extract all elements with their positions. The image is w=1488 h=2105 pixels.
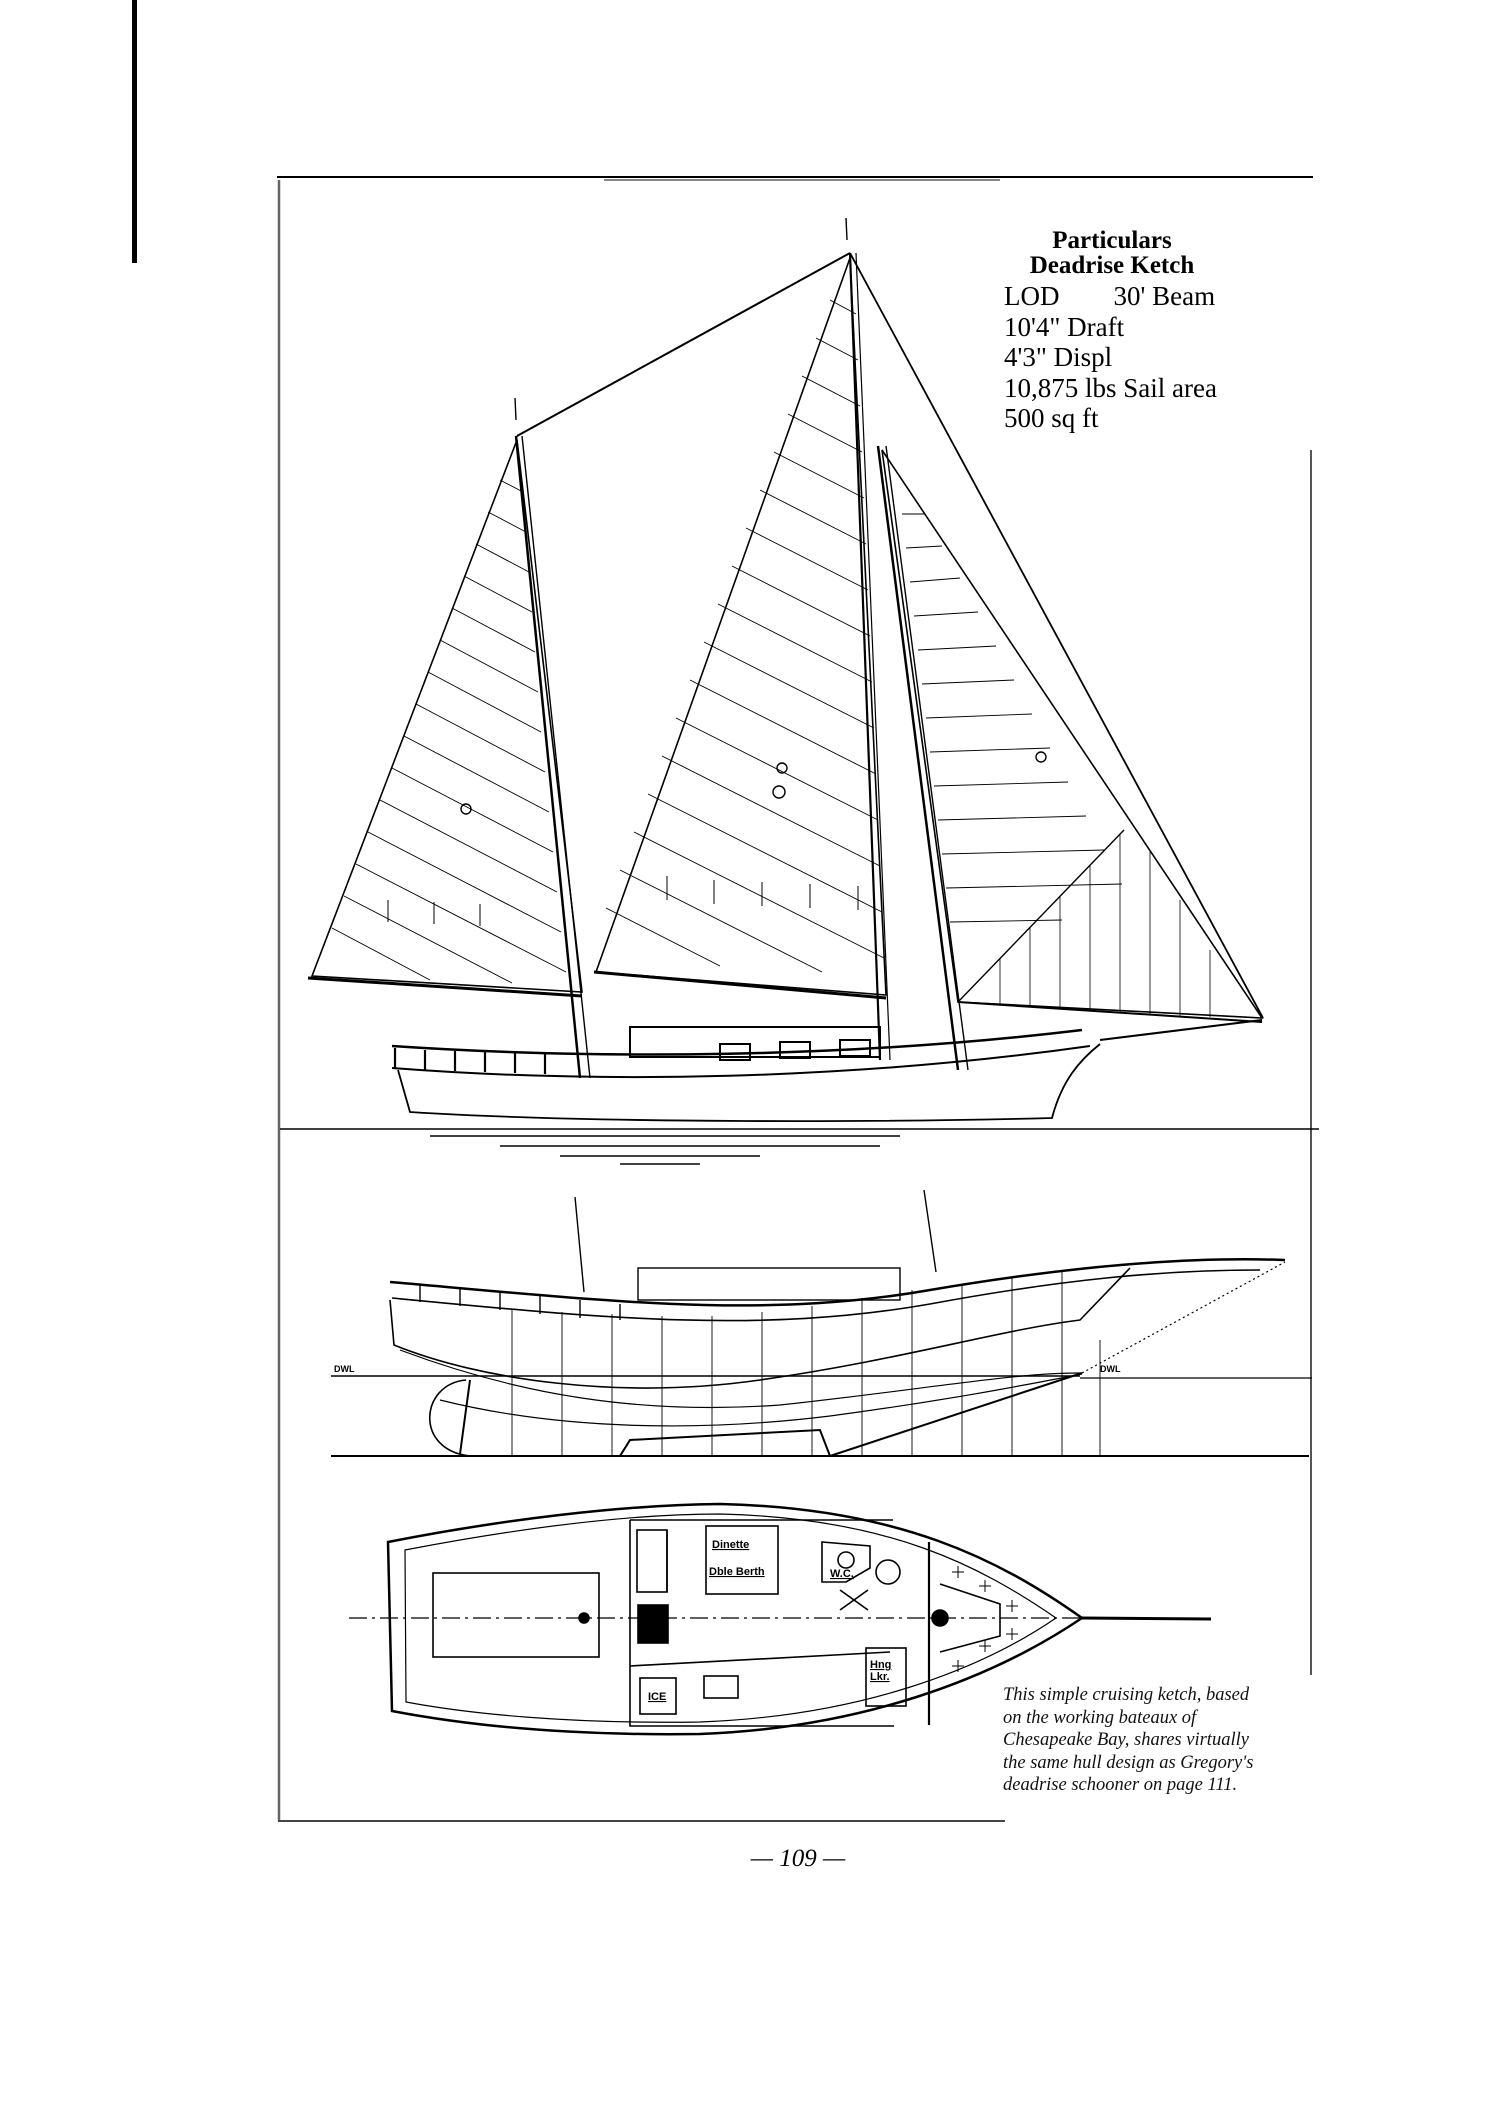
label-ice: ICE	[648, 1691, 666, 1703]
particulars-line: 4'3" Displ	[1004, 342, 1113, 372]
caption-line: deadrise schooner on page 111.	[1003, 1775, 1238, 1795]
particulars-line: 10'4" Draft	[1004, 311, 1125, 342]
particulars-line: 500 sq ft	[1004, 403, 1099, 433]
margin-bar	[132, 0, 137, 263]
page-number: — 109 —	[750, 1845, 846, 1872]
figure-caption: This simple cruising ketch, based on the…	[1003, 1684, 1323, 1797]
boat-name: Deadrise Ketch	[1029, 252, 1195, 279]
particulars-block: Particulars Deadrise Ketch LOD 30' Beam …	[1004, 228, 1304, 434]
caption-line: This simple cruising ketch, based	[1003, 1685, 1250, 1705]
particulars-line: LOD 30' Beam	[1004, 281, 1216, 311]
particulars-line: 10,875 lbs Sail area	[1004, 372, 1217, 403]
sail-plan	[307, 217, 1264, 1165]
label-wc: W.C.	[830, 1568, 854, 1580]
particulars-heading: Particulars	[1052, 227, 1172, 254]
label-double-berth: Dble Berth	[709, 1566, 765, 1578]
caption-line: the same hull design as Gregory's	[1003, 1752, 1254, 1773]
dwl-label-right: DWL	[1100, 1364, 1121, 1374]
particulars-lines: LOD 30' Beam 10'4" Draft 4'3" Displ 10,8…	[1004, 281, 1304, 434]
page-frame	[277, 176, 1319, 1822]
accommodation-plan	[349, 1502, 1212, 1736]
label-dinette: Dinette	[712, 1539, 749, 1551]
label-hanging-locker-2: Lkr.	[870, 1671, 890, 1683]
hull-profile	[331, 1189, 1312, 1457]
caption-line: on the working bateaux of	[1003, 1707, 1197, 1728]
dwl-label-left: DWL	[334, 1364, 355, 1374]
label-hanging-locker-1: Hng	[870, 1659, 891, 1671]
caption-line: Chesapeake Bay, shares virtually	[1003, 1730, 1249, 1750]
